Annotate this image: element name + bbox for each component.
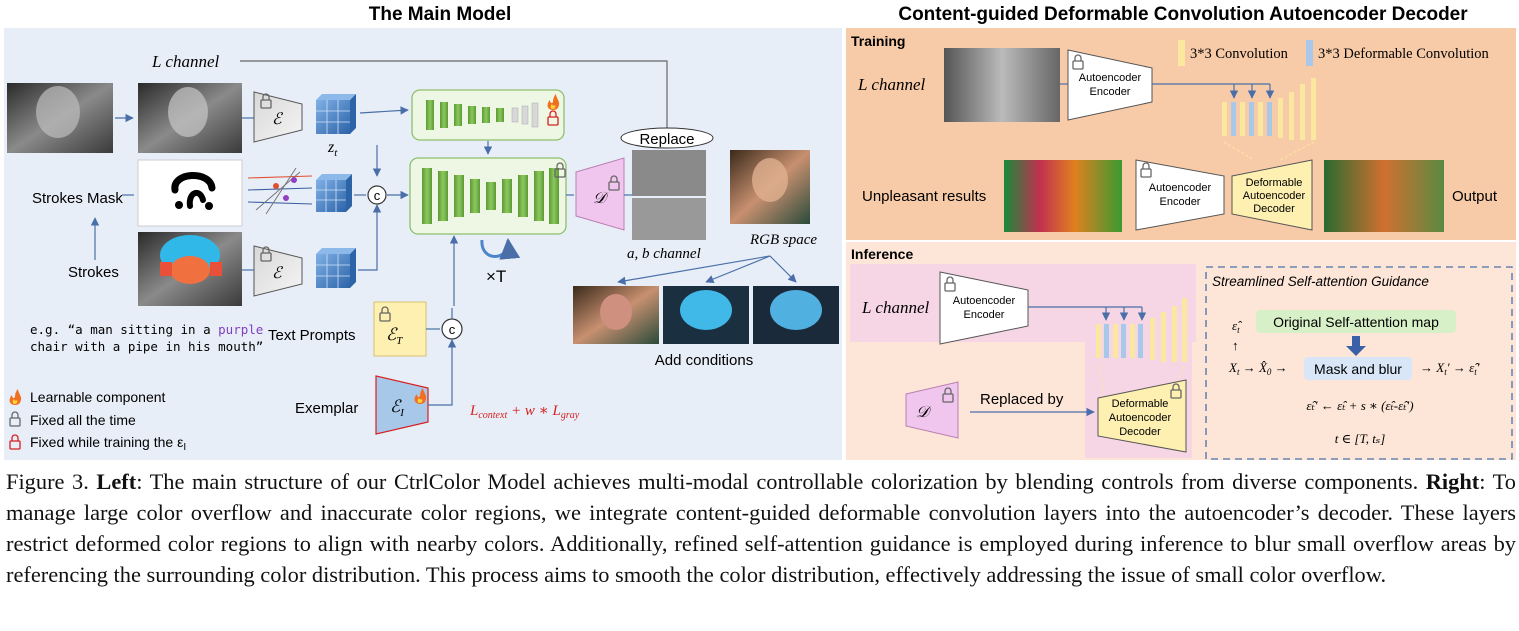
loop-arrow <box>480 237 521 260</box>
prompt-example-line2: chair with a pipe in his mouth” <box>30 339 263 354</box>
svg-text:Encoder: Encoder <box>964 309 1005 321</box>
inference-deform-decoder <box>1097 379 1187 453</box>
svg-text:Decoder: Decoder <box>1253 203 1295 215</box>
eps-t-label: ε̂t <box>1232 318 1242 335</box>
ssa-map-label: Original Self-attention map <box>1273 314 1439 330</box>
control-unet-bars <box>426 100 539 130</box>
ssa-down-arrow <box>1346 336 1366 356</box>
inference-layer-stack <box>1096 298 1187 362</box>
legend-fixed: Fixed all the time <box>30 412 136 428</box>
svg-text:Autoencoder: Autoencoder <box>1149 182 1212 194</box>
text-encoder <box>373 301 427 357</box>
caption-right-text: : To manage large color overflow and ina… <box>6 469 1516 587</box>
caption-left-bold: Left <box>96 469 137 494</box>
loss-formula: Lcontext + w ∗ Lgray <box>469 403 580 421</box>
latent-cube-mask <box>316 174 352 212</box>
latent-cube-zt <box>316 94 356 134</box>
input-photo-face <box>36 86 80 138</box>
svg-text:𝒟: 𝒟 <box>593 190 609 207</box>
svg-text:Encoder: Encoder <box>1090 86 1131 98</box>
latent-cube-strokes <box>316 248 356 288</box>
rgb-space-label: RGB space <box>749 232 817 248</box>
training-encoder <box>1067 49 1153 121</box>
replaced-by-label: Replaced by <box>980 391 1064 408</box>
training-encoder-2 <box>1135 159 1225 231</box>
svg-text:Deformable: Deformable <box>1112 398 1169 410</box>
svg-text:Decoder: Decoder <box>1119 426 1161 438</box>
training-label: Training <box>851 33 905 49</box>
image-encoder <box>375 375 429 435</box>
zt-label: zt <box>327 139 338 159</box>
training-l-channel-label: L channel <box>857 75 925 94</box>
legend-learnable: Learnable component <box>30 389 166 405</box>
unpleasant-image <box>1004 160 1122 232</box>
caption-figure-number: Figure 3. <box>6 469 97 494</box>
ssa-map-box <box>1256 310 1456 333</box>
ssa-range-formula: t ∈ [T, tₛ] <box>1335 431 1386 446</box>
prompt-example-line1: e.g. “a man sitting in a purple <box>30 322 263 337</box>
cat-gray-image <box>944 48 1060 122</box>
ssa-update-formula: ε̂ₜ′ ← ε̂ₜ + s ∗ (ε̂ₜ-ε̂ₜ′) <box>1306 398 1413 413</box>
svg-text:Autoencoder: Autoencoder <box>953 295 1016 307</box>
ssa-box <box>1205 266 1513 460</box>
svg-text:c: c <box>449 322 456 337</box>
times-t-label: ×T <box>486 267 506 286</box>
figure-diagram: The Main Model L channel Strokes Mask St… <box>4 4 1516 460</box>
svg-text:Encoder: Encoder <box>1160 196 1201 208</box>
figure-caption: Figure 3. Left: The main structure of ou… <box>6 466 1516 590</box>
add-conditions-label: Add conditions <box>655 352 753 369</box>
svg-text:𝒟: 𝒟 <box>916 404 932 421</box>
output-label: Output <box>1452 188 1498 205</box>
left-title: The Main Model <box>369 4 512 25</box>
inference-label: Inference <box>851 246 913 262</box>
l-channel-arrow <box>240 60 672 141</box>
up-arrow: ↑ <box>1232 338 1239 353</box>
mask-downsample-graphic <box>247 167 313 215</box>
ssa-chain-left: Xt → X̂0 → <box>1228 360 1288 377</box>
svg-text:Deformable: Deformable <box>1246 177 1303 189</box>
conv-legend-label: 3*3 Convolution <box>1190 46 1289 62</box>
encoder-1 <box>253 91 303 143</box>
svg-text:ℰ: ℰ <box>272 265 284 282</box>
legend-fixed-training: Fixed while training the εI <box>30 434 186 453</box>
ab-channel-label: a, b channel <box>627 246 701 262</box>
ssa-title: Streamlined Self-attention Guidance <box>1212 274 1429 289</box>
conv-legend-swatch <box>1178 40 1185 66</box>
exemplar-label: Exemplar <box>295 400 358 417</box>
training-layer-stack <box>1222 78 1316 140</box>
text-prompts-label: Text Prompts <box>268 327 356 344</box>
b-channel-image <box>632 198 706 240</box>
a-channel-image <box>632 150 706 196</box>
l-channel-label: L channel <box>151 52 219 71</box>
inference-l-channel-label: L channel <box>861 298 929 317</box>
svg-text:Autoencoder: Autoencoder <box>1079 72 1142 84</box>
caption-right-bold: Right <box>1425 469 1480 494</box>
concat-circle <box>367 185 387 205</box>
ssa-mask-label: Mask and blur <box>1314 361 1402 377</box>
strokes-mask-label: Strokes Mask <box>32 190 123 207</box>
deform-legend-swatch <box>1306 40 1313 66</box>
output-image <box>1324 160 1444 232</box>
caption-left-text: : The main structure of our CtrlColor Mo… <box>136 469 1426 494</box>
unpleasant-label: Unpleasant results <box>862 188 986 205</box>
main-unet-bars <box>422 168 559 224</box>
replace-label: Replace <box>639 131 694 148</box>
training-deform-decoder <box>1231 159 1313 231</box>
right-title: Content-guided Deformable Convolution Au… <box>898 4 1468 25</box>
strokes-label: Strokes <box>68 264 119 281</box>
inference-encoder <box>939 271 1029 345</box>
ssa-mask-box <box>1304 357 1412 380</box>
svg-text:Autoencoder: Autoencoder <box>1109 412 1172 424</box>
ssa-chain-right: → Xt′ → ε̂t′ <box>1420 360 1480 377</box>
svg-text:c: c <box>374 188 381 203</box>
replace-ellipse <box>620 127 714 149</box>
encoder-2 <box>253 245 303 297</box>
svg-text:Autoencoder: Autoencoder <box>1243 190 1306 202</box>
inference-decoder <box>905 381 959 439</box>
deform-legend-label: 3*3 Deformable Convolution <box>1318 46 1490 62</box>
svg-text:ℰT: ℰT <box>386 325 403 347</box>
svg-text:ℰ: ℰ <box>272 111 284 128</box>
svg-text:ℰI: ℰI <box>390 397 405 419</box>
